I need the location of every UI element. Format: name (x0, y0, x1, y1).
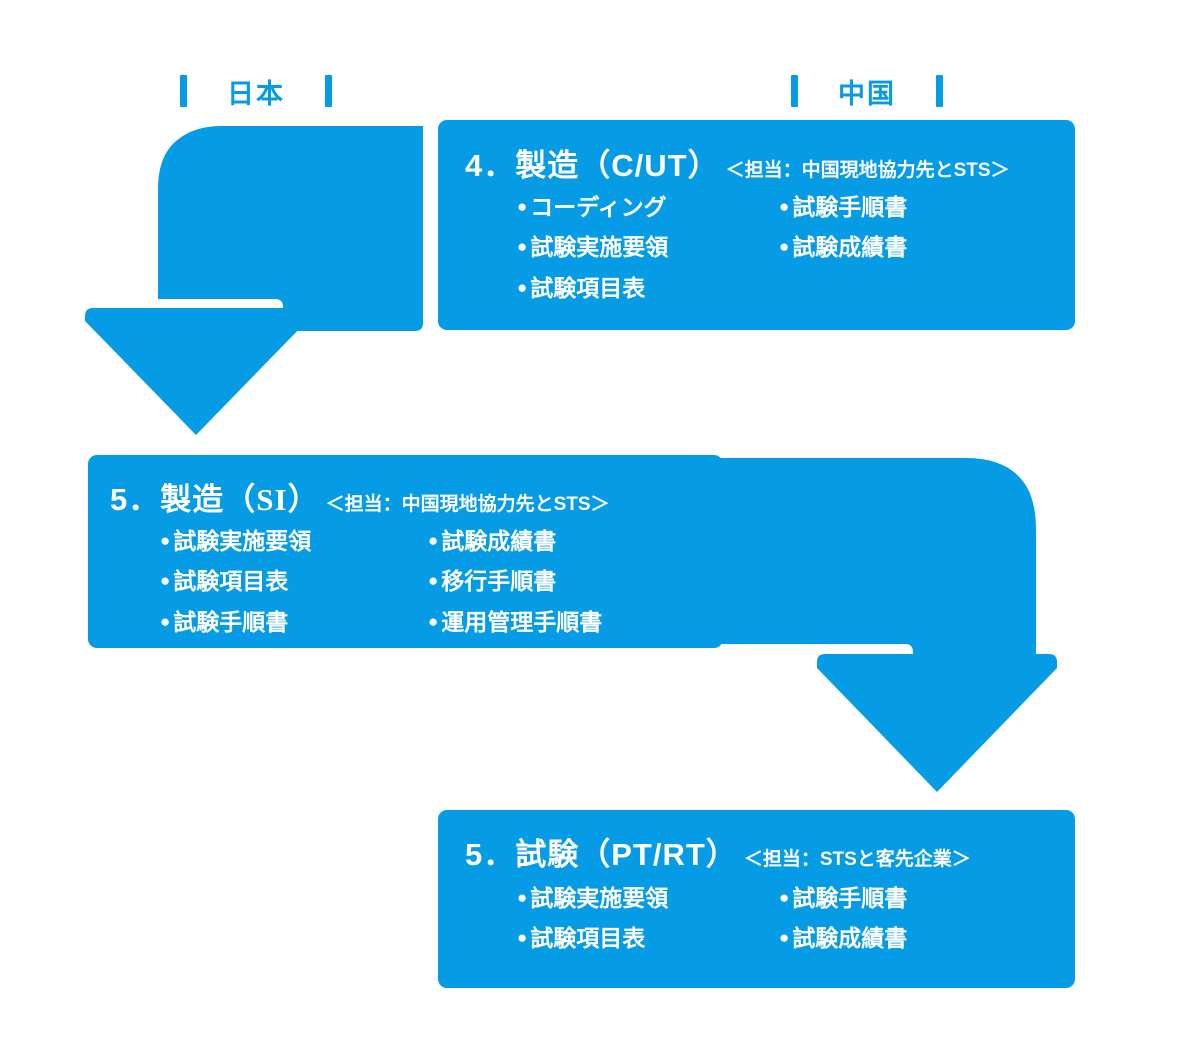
phase-box-manufacture-si[interactable]: 5． 製造（SI） ＜担当：中国現地協力先とSTS＞ ●試験実施要領 ●試験成績… (88, 455, 723, 648)
phase-title-test-ptrt: 5． 試験（PT/RT） ＜担当：STSと客先企業＞ (465, 829, 1075, 874)
phase-name: 製造（C/UT） (515, 148, 720, 183)
tick-mark-left-icon (791, 75, 798, 107)
bullet-dot-icon: ● (517, 197, 528, 216)
list-item: ●試験手順書 (160, 604, 428, 641)
bullet-dot-icon: ● (428, 571, 439, 591)
phase-number: 5． (465, 837, 516, 872)
list-item: ●試験実施要領 (160, 523, 428, 560)
list-item: ●試験手順書 (779, 880, 1075, 917)
bullet-dot-icon: ● (517, 277, 528, 297)
bullet-dot-icon: ● (779, 197, 790, 216)
list-item: ●試験実施要領 (517, 880, 779, 917)
phase-name: 製造（SI） (160, 482, 320, 517)
list-item-label: 試験手順書 (792, 194, 908, 220)
phase-box-test-ptrt[interactable]: 5． 試験（PT/RT） ＜担当：STSと客先企業＞ ●試験実施要領 ●試験手順… (438, 810, 1075, 988)
phase-box-manufacture-cut[interactable]: 4． 製造（C/UT） ＜担当：中国現地協力先とSTS＞ ●コーディング ●試験… (438, 120, 1075, 330)
list-item-label: 試験項目表 (173, 568, 289, 595)
list-item: ●試験実施要領 (517, 229, 779, 266)
bullet-dot-icon: ● (779, 888, 790, 907)
bullet-dot-icon: ● (517, 928, 528, 948)
list-item: ●コーディング (517, 189, 779, 226)
bullet-dot-icon: ● (160, 531, 171, 550)
list-item-label: 試験手順書 (792, 885, 908, 911)
list-item-label: 運用管理手順書 (441, 608, 603, 635)
phase-title-manufacture-si: 5． 製造（SI） ＜担当：中国現地協力先とSTS＞ (110, 474, 723, 519)
column-label-china: 中国 (838, 78, 896, 109)
list-item-label: 試験項目表 (530, 274, 646, 301)
list-item-label: 試験実施要領 (173, 528, 312, 554)
tick-mark-right-icon (936, 75, 943, 107)
list-item: ●試験成績書 (779, 229, 1075, 266)
arrow-china-to-japan-icon (85, 126, 423, 435)
phase-owner-note: ＜担当：中国現地協力先とSTS＞ (725, 160, 1010, 181)
list-item-label: 試験実施要領 (530, 885, 669, 911)
list-item: ●移行手順書 (428, 563, 723, 600)
phase-owner-note: ＜担当：STSと客先企業＞ (743, 849, 971, 870)
bullet-dot-icon: ● (428, 531, 439, 550)
tick-mark-right-icon (325, 75, 332, 107)
bullet-dot-icon: ● (517, 888, 528, 907)
list-item: ●試験成績書 (428, 523, 723, 560)
list-item-label: 試験成績書 (792, 925, 908, 952)
list-item: ●試験項目表 (517, 270, 779, 307)
phase-number: 4． (465, 148, 516, 183)
phase-name-abbrev: SI (256, 482, 288, 517)
list-item: ●運用管理手順書 (428, 604, 723, 641)
bullet-dot-icon: ● (160, 571, 171, 591)
bullet-dot-icon: ● (160, 611, 171, 631)
list-item: ●試験手順書 (779, 189, 1075, 226)
column-header-china: 中国 (772, 68, 962, 114)
list-item-label: 試験手順書 (173, 608, 289, 635)
deliverable-list-manufacture-si: ●試験実施要領 ●試験成績書 ●試験項目表 ●移行手順書 ●試験手順書 ●運用管… (160, 523, 723, 641)
list-item-label: 試験項目表 (530, 925, 646, 952)
list-item: ●試験項目表 (517, 920, 779, 957)
list-item-label: 移行手順書 (441, 568, 557, 595)
deliverable-list-test-ptrt: ●試験実施要領 ●試験手順書 ●試験項目表 ●試験成績書 (517, 880, 1075, 958)
phase-title-manufacture-cut: 4． 製造（C/UT） ＜担当：中国現地協力先とSTS＞ (465, 140, 1075, 185)
list-item-label: 試験成績書 (792, 234, 908, 261)
list-item-label: 試験実施要領 (530, 234, 669, 261)
bullet-dot-icon: ● (517, 237, 528, 257)
tick-mark-left-icon (180, 75, 187, 107)
bullet-dot-icon: ● (779, 237, 790, 257)
bullet-dot-icon: ● (428, 611, 439, 631)
bullet-dot-icon: ● (779, 928, 790, 948)
column-header-japan: 日本 (158, 68, 354, 114)
arrow-japan-to-china-icon (688, 458, 1057, 792)
list-item-label: 試験成績書 (441, 528, 557, 554)
list-item: ●試験項目表 (160, 563, 428, 600)
phase-name: 試験（PT/RT） (515, 837, 738, 872)
list-item-label: コーディング (530, 194, 667, 220)
deliverable-list-manufacture-cut: ●コーディング ●試験手順書 ●試験実施要領 ●試験成績書 ●試験項目表 ● (517, 189, 1075, 307)
phase-number: 5． (110, 482, 161, 517)
list-item: ●試験成績書 (779, 920, 1075, 957)
column-label-japan: 日本 (227, 78, 285, 109)
phase-owner-note: ＜担当：中国現地協力先とSTS＞ (325, 494, 610, 515)
